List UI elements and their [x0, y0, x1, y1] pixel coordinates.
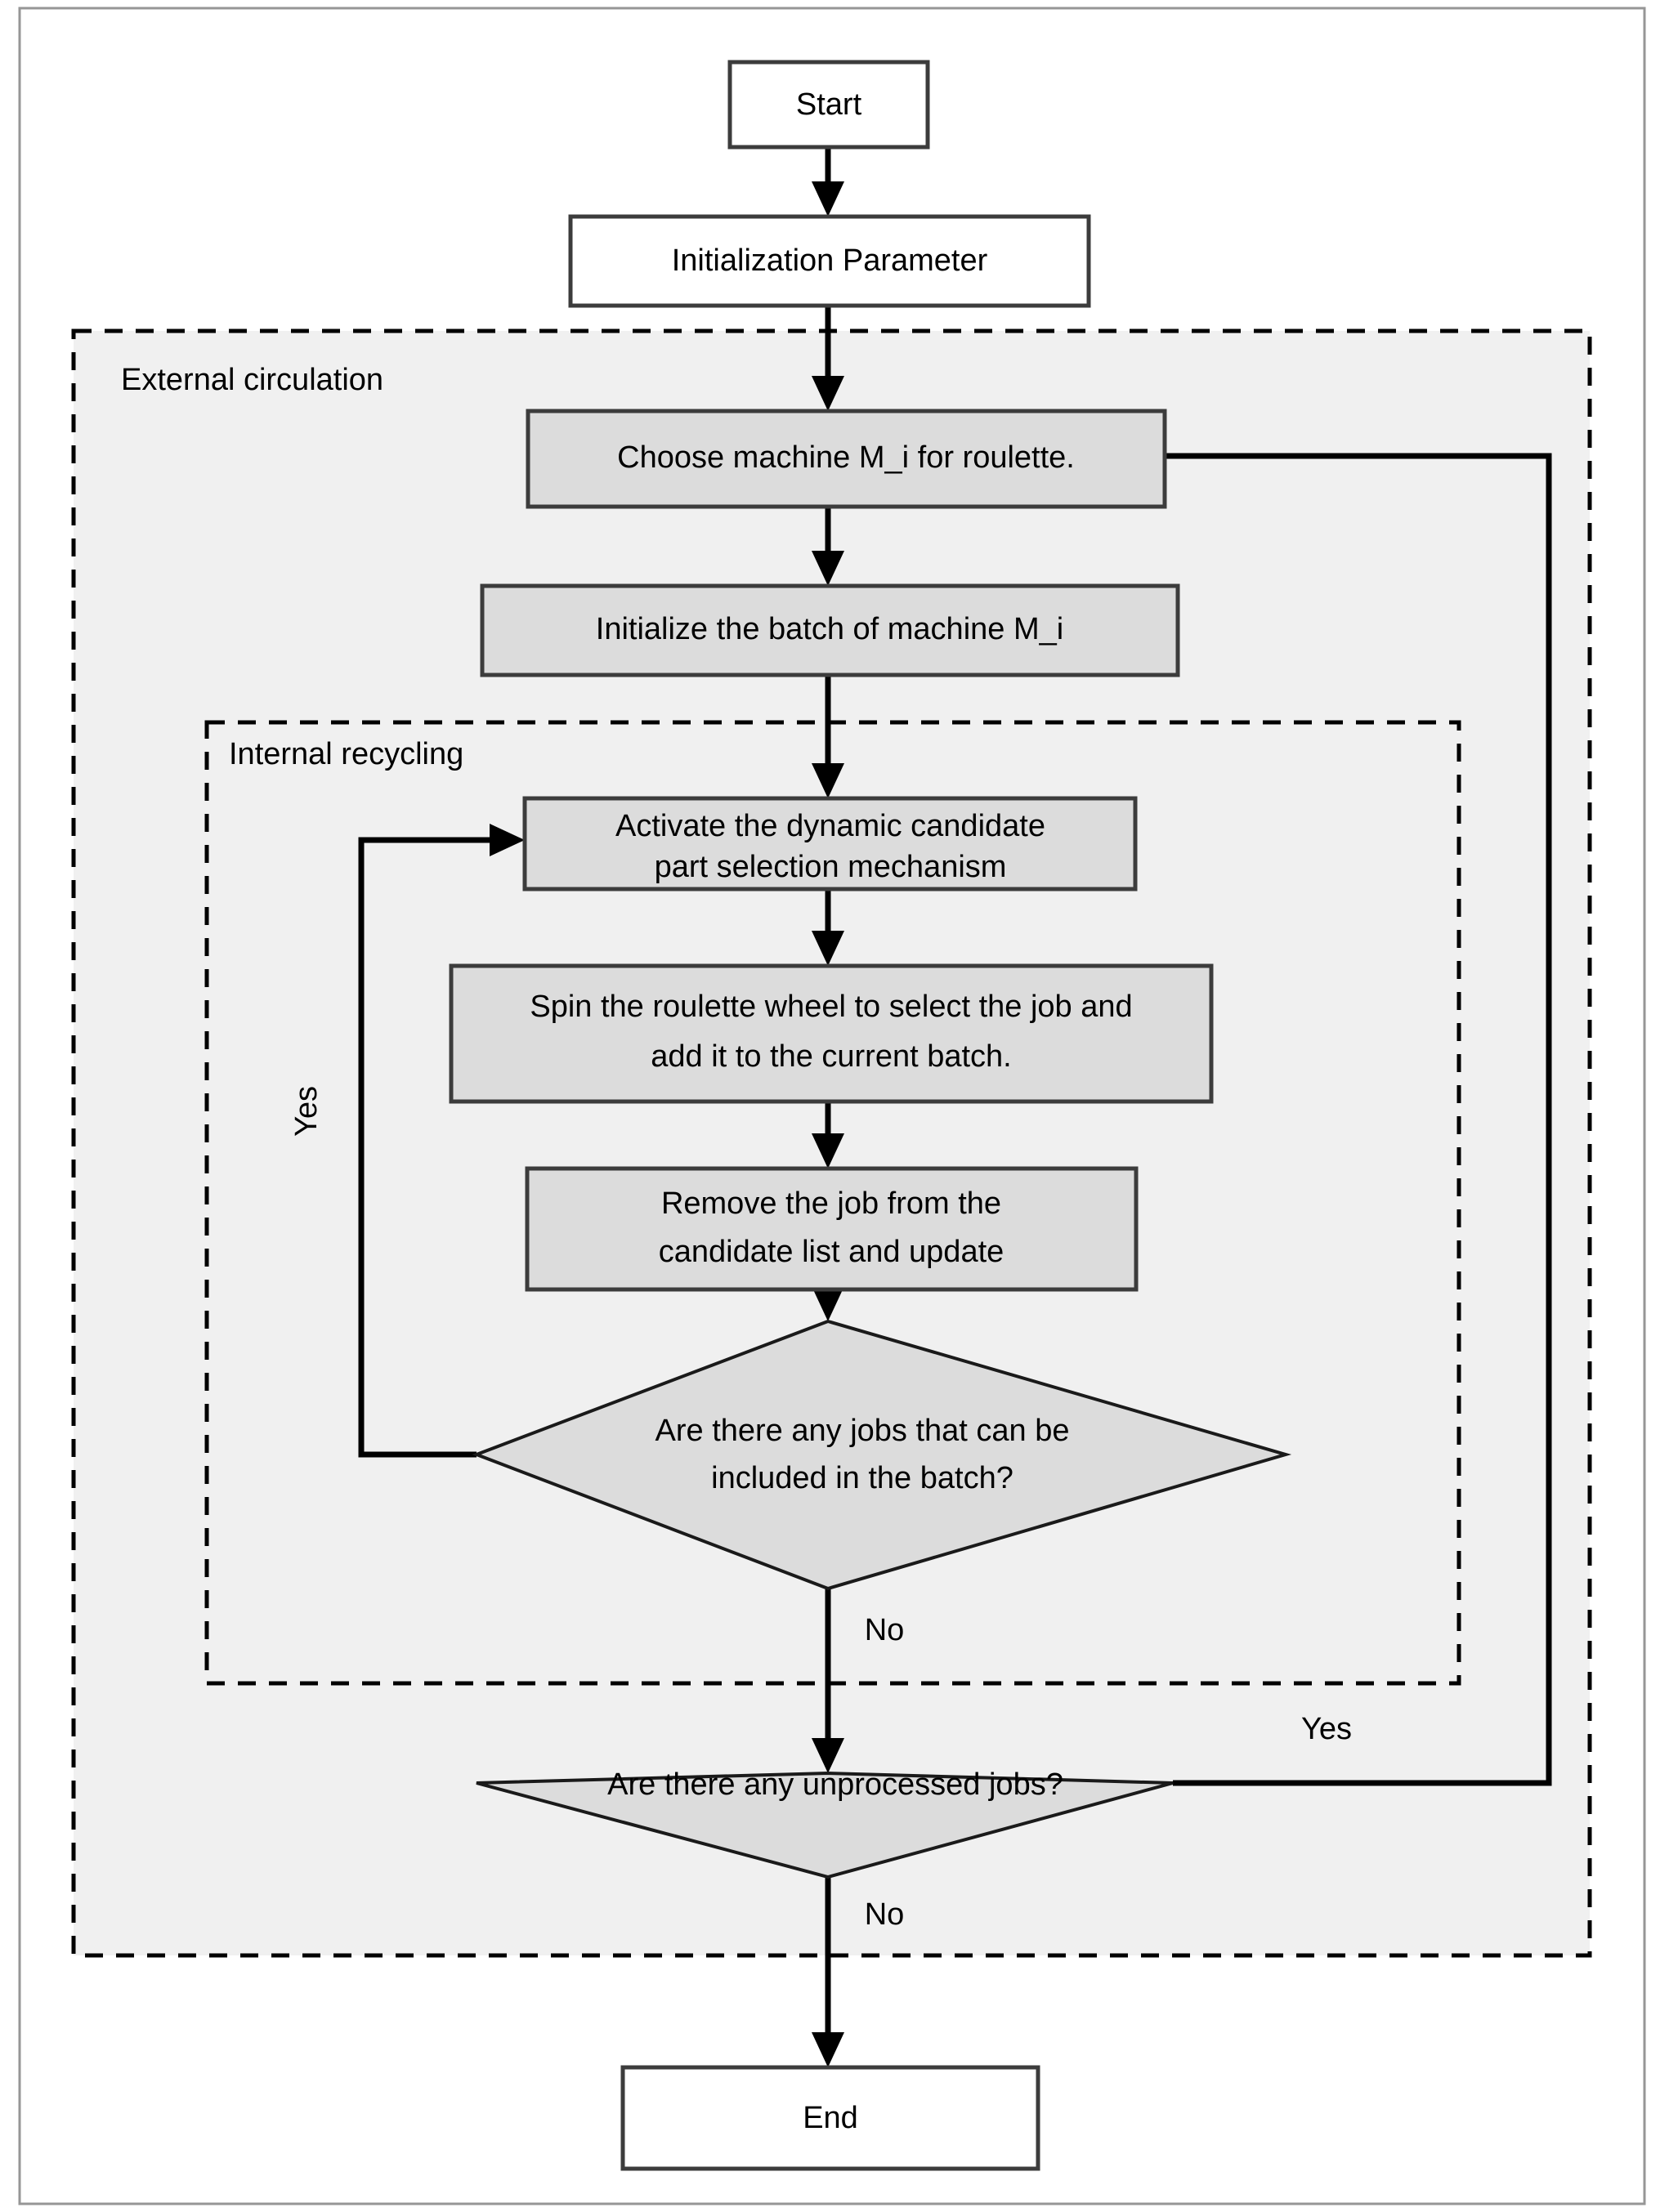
node-init-param-label: Initialization Parameter — [672, 244, 988, 278]
node-initialize-batch[interactable]: Initialize the batch of machine M_i — [480, 583, 1180, 677]
arrowhead-dec-unproc-no — [812, 2032, 844, 2067]
arrowhead-spin-to-remove — [812, 1133, 844, 1169]
node-dec-unproc-label: Are there any unprocessed jobs? — [607, 1767, 1063, 1802]
group-label-internal: Internal recycling — [229, 737, 463, 771]
node-activate-label-line2: part selection mechanism — [655, 850, 1007, 884]
node-dec-batch-label-line1: Are there any jobs that can be — [656, 1414, 1070, 1448]
node-dec-batch-label-line2: included in the batch? — [711, 1461, 1013, 1495]
node-activate-candidate-mechanism[interactable]: Activate the dynamic candidate part sele… — [522, 796, 1138, 892]
node-spin-label-line1: Spin the roulette wheel to select the jo… — [530, 990, 1132, 1024]
edge-label-batch-no: No — [865, 1613, 905, 1647]
page-frame — [18, 7, 1646, 2205]
arrowhead-start-to-init-param — [812, 181, 844, 217]
node-start-label: Start — [796, 87, 862, 122]
arrowhead-init-batch-to-activate — [812, 763, 844, 798]
node-start[interactable]: Start — [727, 60, 930, 150]
node-initialize-batch-label: Initialize the batch of machine M_i — [596, 612, 1063, 646]
edge-label-batch-yes: Yes — [289, 1086, 324, 1137]
node-remove-label-line2: candidate list and update — [659, 1235, 1005, 1269]
edge-dec-unproc-yes-loopback — [1165, 453, 1552, 1786]
arrowhead-choose-to-init-batch — [812, 551, 844, 586]
arrowhead-dec-batch-yes-loopback — [490, 824, 525, 856]
node-spin-label-line2: add it to the current batch. — [651, 1039, 1012, 1074]
arrowhead-activate-to-spin — [812, 931, 844, 966]
edge-dec-batch-yes-loopback — [358, 837, 490, 1458]
node-remove-job[interactable]: Remove the job from the candidate list a… — [525, 1166, 1139, 1292]
group-label-external: External circulation — [121, 363, 383, 397]
node-activate-label-line1: Activate the dynamic candidate — [615, 809, 1045, 843]
node-decision-jobs-in-batch[interactable]: Are there any jobs that can be included … — [472, 1319, 1292, 1591]
node-end[interactable]: End — [620, 2065, 1040, 2171]
edge-label-unproc-yes: Yes — [1301, 1712, 1352, 1746]
node-decision-unprocessed-jobs[interactable]: Are there any unprocessed jobs? — [476, 1767, 1174, 1879]
edge-label-unproc-no: No — [865, 1897, 905, 1932]
node-remove-label-line1: Remove the job from the — [661, 1186, 1001, 1221]
arrowhead-remove-to-dec-batch — [812, 1286, 844, 1321]
node-spin-roulette[interactable]: Spin the roulette wheel to select the jo… — [449, 963, 1214, 1104]
arrowhead-dec-batch-no — [812, 1738, 844, 1773]
node-choose-machine[interactable]: Choose machine M_i for roulette. — [526, 409, 1167, 509]
node-end-label: End — [803, 2101, 858, 2135]
arrowhead-init-param-to-choose — [812, 376, 844, 411]
node-initialization-parameter[interactable]: Initialization Parameter — [568, 214, 1091, 308]
node-choose-machine-label: Choose machine M_i for roulette. — [617, 440, 1075, 475]
